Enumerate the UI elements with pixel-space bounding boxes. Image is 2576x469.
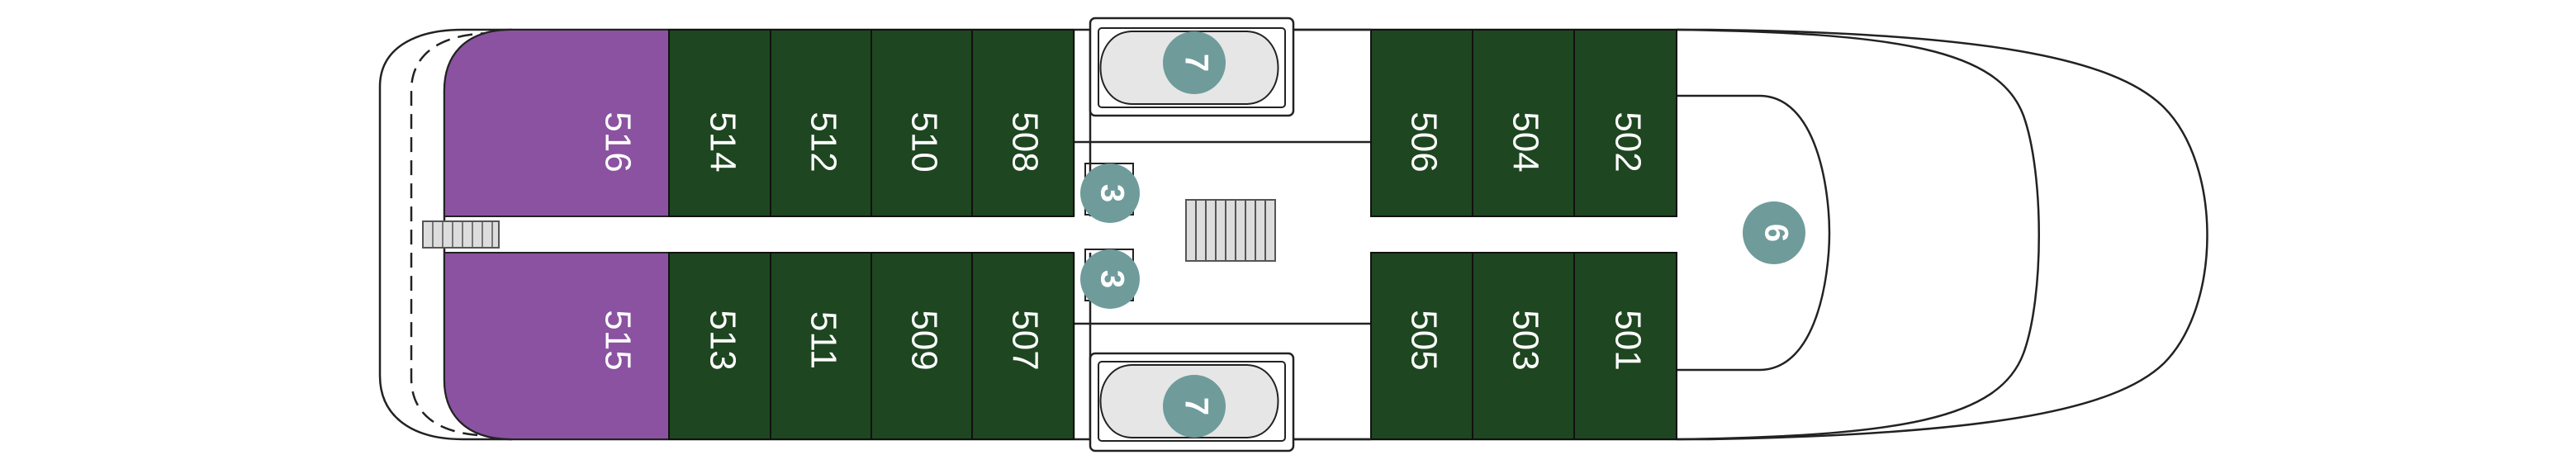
cabin-label-511: 511 (803, 311, 843, 369)
cabin-label-504: 504 (1505, 111, 1545, 172)
cabin-label-501: 501 (1607, 310, 1648, 370)
cabins-top-row (668, 29, 1677, 217)
cabin-501[interactable] (1573, 252, 1677, 440)
cabin-label-512: 512 (803, 111, 843, 172)
cabin-507[interactable] (971, 252, 1075, 440)
cabin-label-503: 503 (1505, 310, 1545, 370)
cabin-label-507: 507 (1004, 310, 1045, 370)
badge-muster-lower-number: 3 (1093, 270, 1130, 288)
central-stairs[interactable] (1185, 199, 1276, 262)
cabin-503[interactable] (1472, 252, 1575, 440)
cabin-label-505: 505 (1403, 310, 1444, 370)
cabin-label-506: 506 (1403, 111, 1444, 172)
cabin-505[interactable] (1370, 252, 1473, 440)
cabin-label-515: 515 (597, 310, 638, 370)
badge-lifeboat-bottom-number: 7 (1178, 397, 1214, 415)
badge-bow-area-number: 6 (1758, 224, 1794, 242)
badge-lifeboat-bottom: 7 (1163, 375, 1226, 438)
badge-lifeboat-top-number: 7 (1178, 54, 1214, 72)
cabin-506[interactable] (1370, 29, 1473, 217)
cabin-509[interactable] (871, 252, 973, 440)
cabin-label-509: 509 (904, 310, 944, 370)
cabin-513[interactable] (668, 252, 771, 440)
badge-lifeboat-top: 7 (1163, 31, 1226, 94)
stern-gangway-stairs[interactable] (422, 220, 500, 249)
badge-bow-area: 6 (1743, 201, 1805, 264)
cabin-label-508: 508 (1004, 111, 1045, 172)
cabin-label-510: 510 (904, 111, 944, 172)
cabin-515[interactable] (444, 252, 670, 440)
cabin-label-516: 516 (597, 111, 638, 172)
cabin-512[interactable] (770, 29, 872, 217)
cabin-label-513: 513 (702, 310, 742, 370)
lifeboat-connectors (1293, 28, 1371, 441)
cabin-516[interactable] (444, 29, 670, 217)
cabin-510[interactable] (871, 29, 973, 217)
cabin-502[interactable] (1573, 29, 1677, 217)
badge-muster-upper: 3 (1080, 163, 1140, 223)
badge-muster-lower: 3 (1080, 249, 1140, 309)
cabin-504[interactable] (1472, 29, 1575, 217)
cabin-508[interactable] (971, 29, 1075, 217)
bow-lounge-outline (1677, 94, 1831, 372)
cabin-label-514: 514 (702, 111, 742, 172)
cabins-bottom-row (668, 252, 1677, 440)
cabin-514[interactable] (668, 29, 771, 217)
cabin-511[interactable] (770, 252, 872, 440)
cabin-label-502: 502 (1607, 111, 1648, 172)
badge-muster-upper-number: 3 (1093, 184, 1130, 202)
cabin-labels: 516 514 512 510 508 506 504 502 515 513 … (597, 111, 1648, 370)
